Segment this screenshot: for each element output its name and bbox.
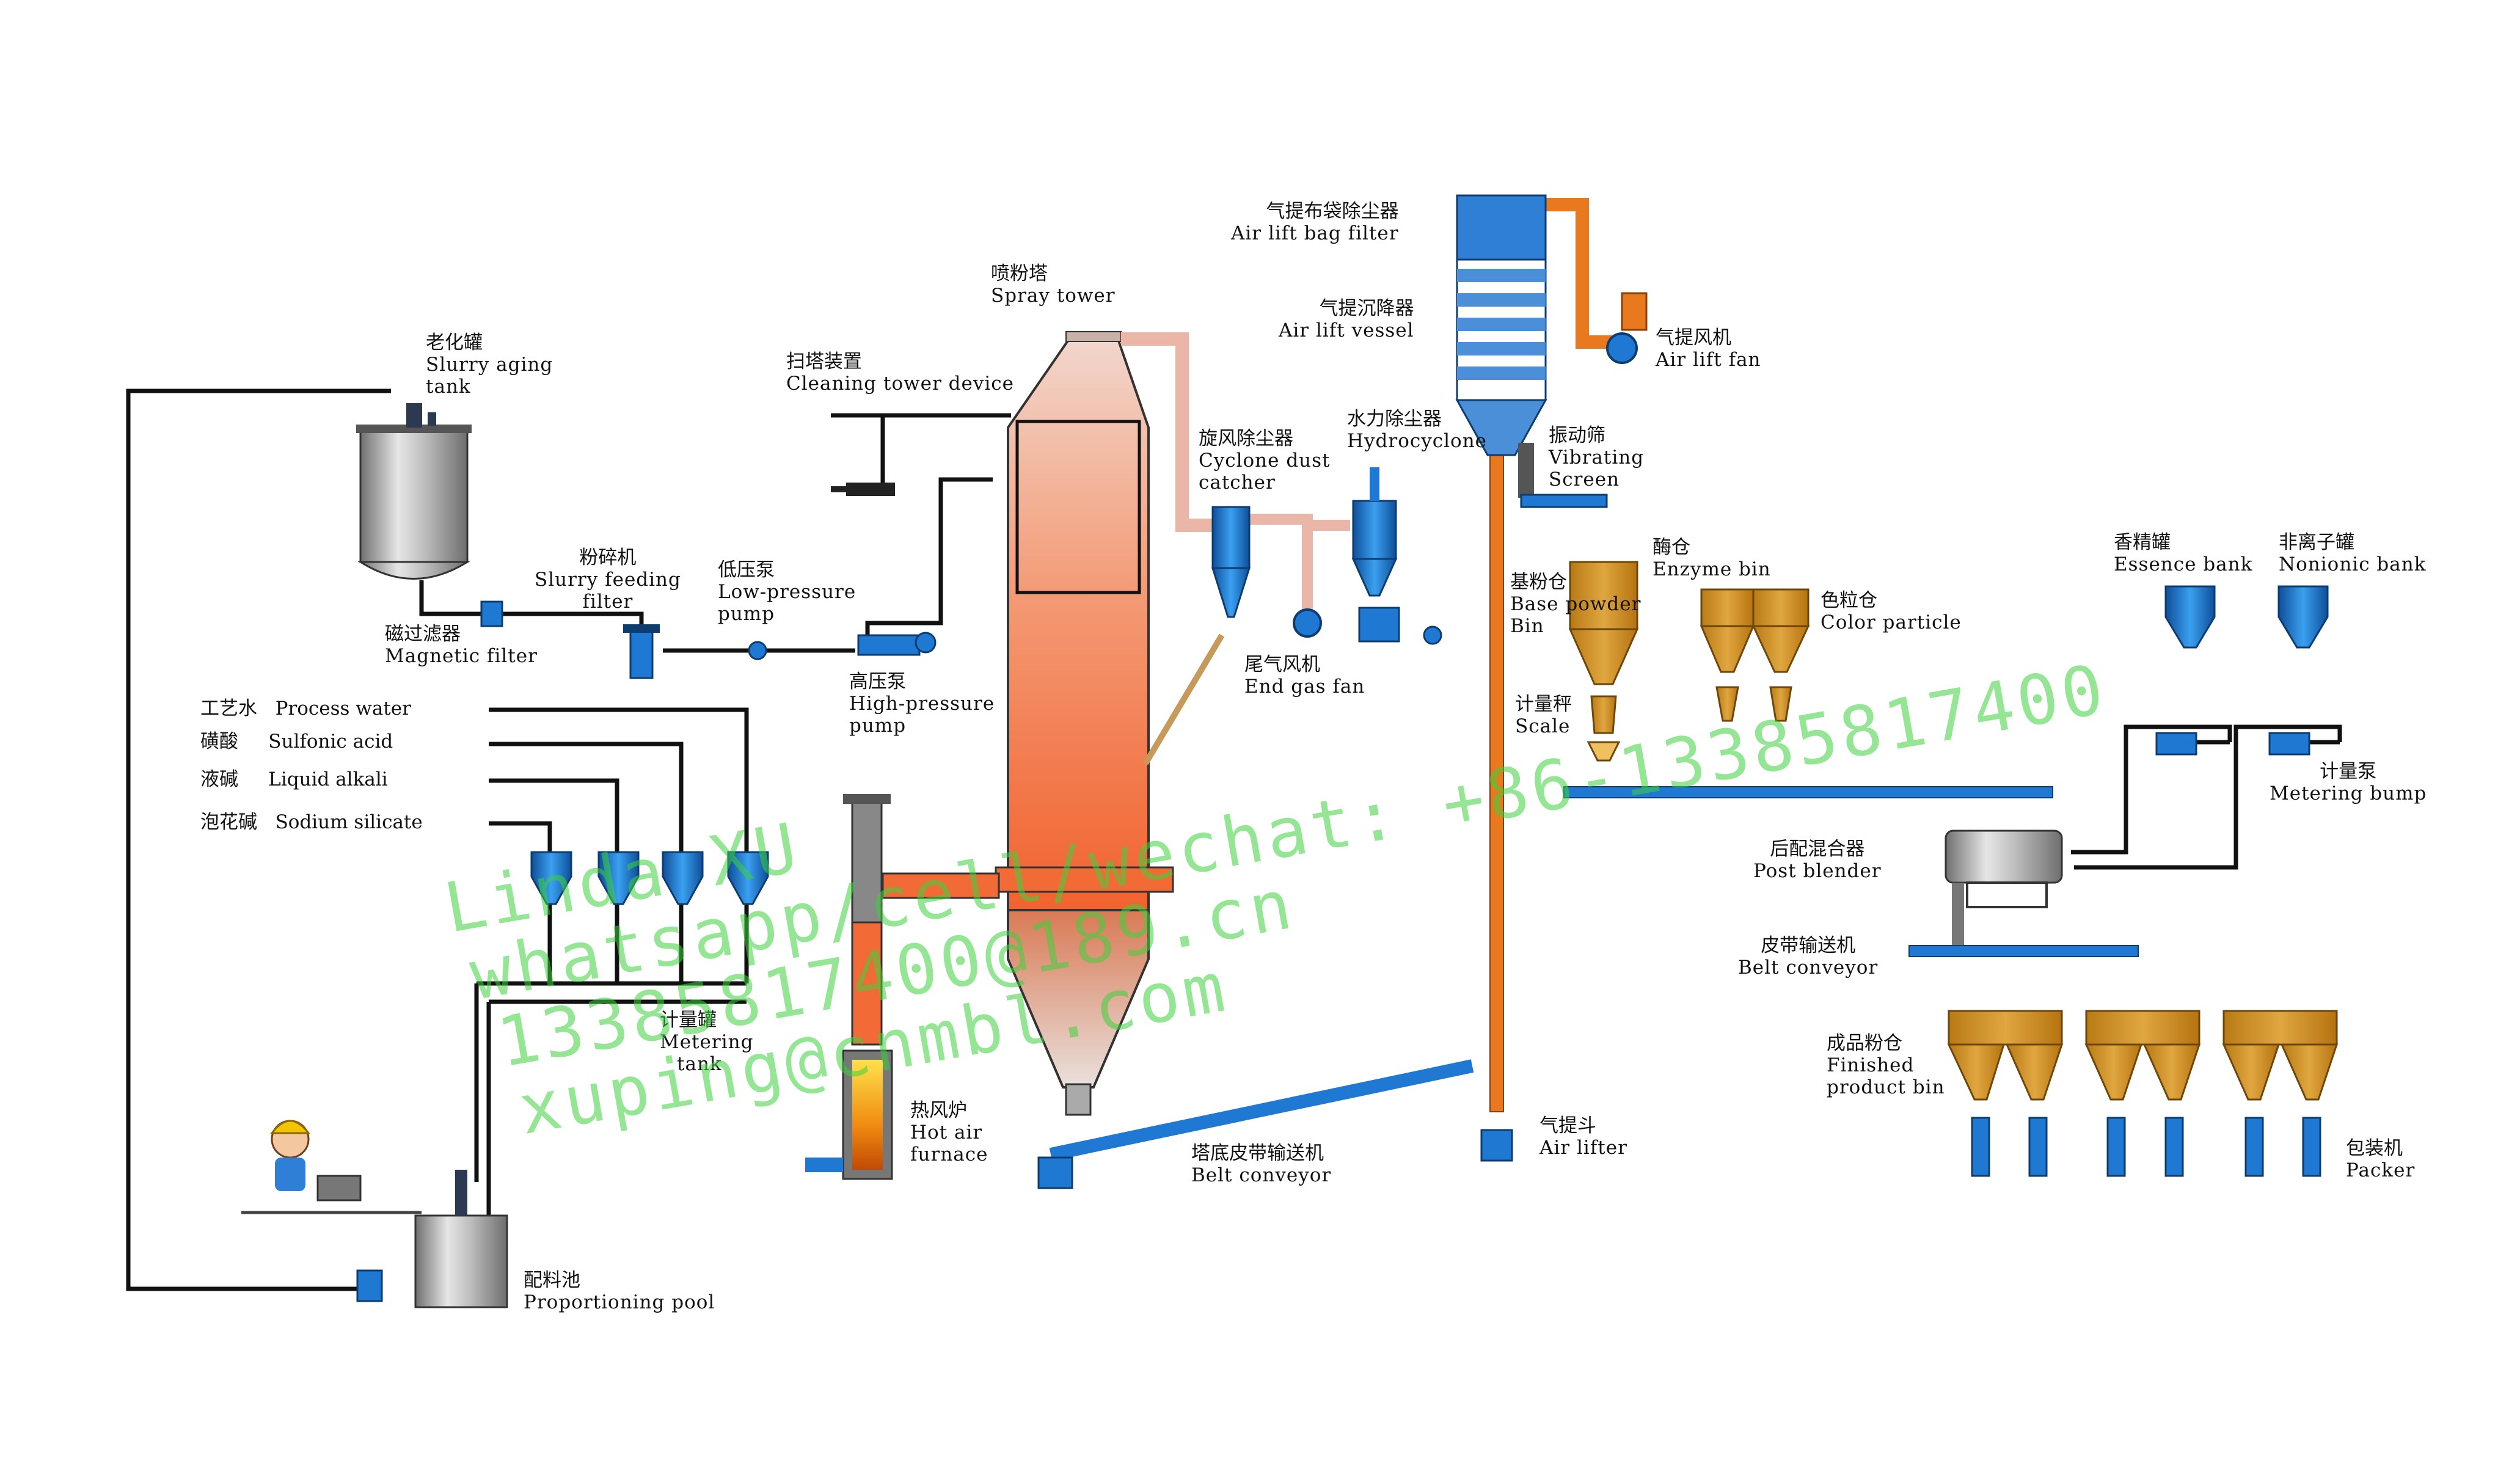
cleaning-device-icon [831, 483, 895, 496]
hot-air-furnace [805, 794, 1000, 1180]
finished-product-bins [1947, 1010, 2339, 1101]
cyclone-duct [1249, 514, 1313, 617]
vibrating-screen-icon [1520, 494, 1608, 508]
belt-conveyor-2 [1908, 945, 2139, 957]
base-powder-bin [1568, 561, 1639, 762]
proportioning-pool [356, 1170, 508, 1308]
fines-return-duct [1142, 633, 1225, 765]
packers [1971, 1117, 2321, 1177]
slurry-aging-tank [356, 403, 472, 580]
label-sulfonic-acid: 磺酸 Sulfonic acid [200, 731, 393, 753]
air-lift-column [1489, 366, 1504, 1112]
air-lifter-icon [1480, 1129, 1513, 1162]
nonionic-tank [2268, 585, 2329, 756]
essence-tank [2155, 585, 2216, 756]
air-lift-fan-icon [1606, 292, 1648, 364]
black-pipes [126, 388, 2342, 1291]
end-gas-fan-icon [1293, 608, 1322, 638]
spray-tower [995, 331, 1174, 1116]
exhaust-duct [1121, 332, 1222, 532]
tower-belt-conveyor [1049, 1059, 1474, 1161]
cyclone-dust-catcher [1211, 506, 1251, 618]
label-process-water: 工艺水 Process water [200, 698, 411, 720]
enzyme-bin [1700, 588, 1755, 722]
slurry-filter-icon [623, 624, 660, 679]
label-liquid-alkali: 液碱 Liquid alkali [200, 768, 388, 790]
air-lift-bag-filter [1455, 194, 1547, 498]
label-sodium-silicate: 泡花碱 Sodium silicate [200, 811, 423, 833]
magnetic-filter-icon [480, 600, 503, 627]
high-pressure-pump-icon [857, 632, 937, 656]
hydrocyclone [1351, 467, 1442, 645]
weigh-conveyor [1563, 786, 2053, 798]
color-particle-bin [1751, 588, 1810, 722]
post-blender [1945, 830, 2063, 950]
worker-icon [269, 1120, 362, 1202]
low-pressure-pump-icon [748, 641, 767, 660]
metering-tanks [530, 851, 769, 905]
